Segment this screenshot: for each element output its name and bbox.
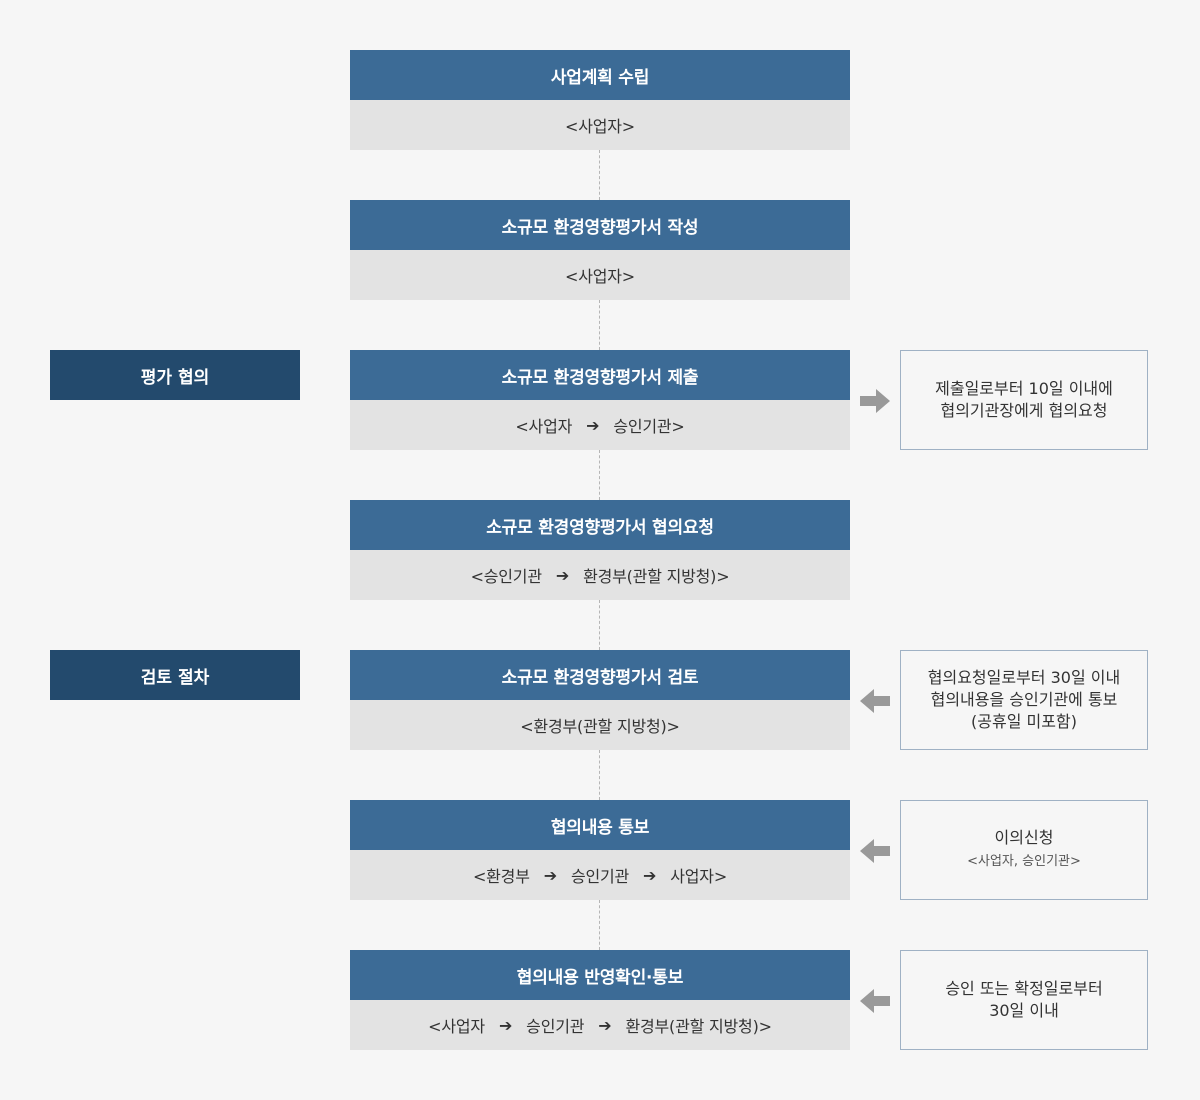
step-title: 소규모 환경영향평가서 작성	[350, 200, 850, 250]
arrow-right-icon: ➔	[586, 415, 600, 435]
connector-line	[599, 300, 600, 350]
process-step: 소규모 환경영향평가서 작성 <사업자>	[350, 200, 850, 300]
process-step: 소규모 환경영향평가서 검토 <환경부(관할 지방청)>	[350, 650, 850, 750]
side-note: 승인 또는 확정일로부터 30일 이내	[900, 950, 1148, 1050]
phase-label: 검토 절차	[50, 650, 300, 700]
actor-label: <사업자	[515, 417, 573, 436]
note-text: (공휴일 미포함)	[971, 712, 1077, 731]
arrow-right-icon: ➔	[598, 1015, 612, 1035]
actor-label: 승인기관	[570, 867, 630, 886]
actor-label: <사업자>	[565, 117, 635, 136]
step-actors: <환경부 ➔ 승인기관 ➔ 사업자>	[350, 850, 850, 900]
note-text: 30일 이내	[989, 1001, 1059, 1020]
arrow-right-icon: ➔	[498, 1015, 513, 1035]
arrow-right-icon: ➔	[643, 865, 657, 885]
step-actors: <사업자>	[350, 250, 850, 300]
note-subtext: <사업자, 승인기관>	[967, 854, 1081, 869]
actor-label: <환경부(관할 지방청)>	[520, 717, 680, 736]
step-actors: <사업자 ➔ 승인기관 ➔ 환경부(관할 지방청)>	[350, 1000, 850, 1050]
process-step: 소규모 환경영향평가서 협의요청 <승인기관 ➔ 환경부(관할 지방청)>	[350, 500, 850, 600]
process-step: 협의내용 반영확인·통보 <사업자 ➔ 승인기관 ➔ 환경부(관할 지방청)>	[350, 950, 850, 1050]
step-actors: <사업자>	[350, 100, 850, 150]
actor-label: <사업자>	[565, 267, 635, 286]
note-text: 승인 또는 확정일로부터	[945, 979, 1103, 998]
step-title: 소규모 환경영향평가서 협의요청	[350, 500, 850, 550]
step-title: 협의내용 반영확인·통보	[350, 950, 850, 1000]
actor-label: 사업자>	[670, 867, 728, 886]
phase-label: 평가 협의	[50, 350, 300, 400]
note-text: 협의요청일로부터 30일 이내	[927, 668, 1121, 687]
actor-label: <사업자	[428, 1017, 485, 1036]
process-step: 소규모 환경영향평가서 제출 <사업자 ➔ 승인기관>	[350, 350, 850, 450]
arrow-left-icon	[860, 689, 890, 713]
connector-line	[599, 150, 600, 200]
arrow-right-icon: ➔	[555, 565, 570, 585]
step-title: 협의내용 통보	[350, 800, 850, 850]
step-title: 소규모 환경영향평가서 검토	[350, 650, 850, 700]
connector-line	[599, 900, 600, 950]
connector-line	[599, 450, 600, 500]
process-step: 협의내용 통보 <환경부 ➔ 승인기관 ➔ 사업자>	[350, 800, 850, 900]
actor-label: 환경부(관할 지방청)>	[625, 1017, 772, 1036]
arrow-left-icon	[860, 839, 890, 863]
step-title: 사업계획 수립	[350, 50, 850, 100]
arrow-left-icon	[860, 989, 890, 1013]
side-note: 이의신청 <사업자, 승인기관>	[900, 800, 1148, 900]
actor-label: <환경부	[472, 867, 530, 886]
arrow-right-icon: ➔	[543, 865, 557, 885]
note-text: 제출일로부터 10일 이내에	[935, 379, 1113, 398]
note-text: 협의기관장에게 협의요청	[940, 401, 1108, 420]
step-actors: <사업자 ➔ 승인기관>	[350, 400, 850, 450]
note-text: 협의내용을 승인기관에 통보	[930, 690, 1118, 709]
process-step: 사업계획 수립 <사업자>	[350, 50, 850, 150]
arrow-right-icon	[860, 389, 890, 413]
actor-label: 승인기관	[526, 1017, 585, 1036]
actor-label: <승인기관	[470, 567, 542, 586]
note-text: 이의신청	[994, 828, 1054, 847]
step-actors: <승인기관 ➔ 환경부(관할 지방청)>	[350, 550, 850, 600]
connector-line	[599, 750, 600, 800]
step-title: 소규모 환경영향평가서 제출	[350, 350, 850, 400]
actor-label: 승인기관>	[613, 417, 685, 436]
connector-line	[599, 600, 600, 650]
actor-label: 환경부(관할 지방청)>	[583, 567, 730, 586]
step-actors: <환경부(관할 지방청)>	[350, 700, 850, 750]
